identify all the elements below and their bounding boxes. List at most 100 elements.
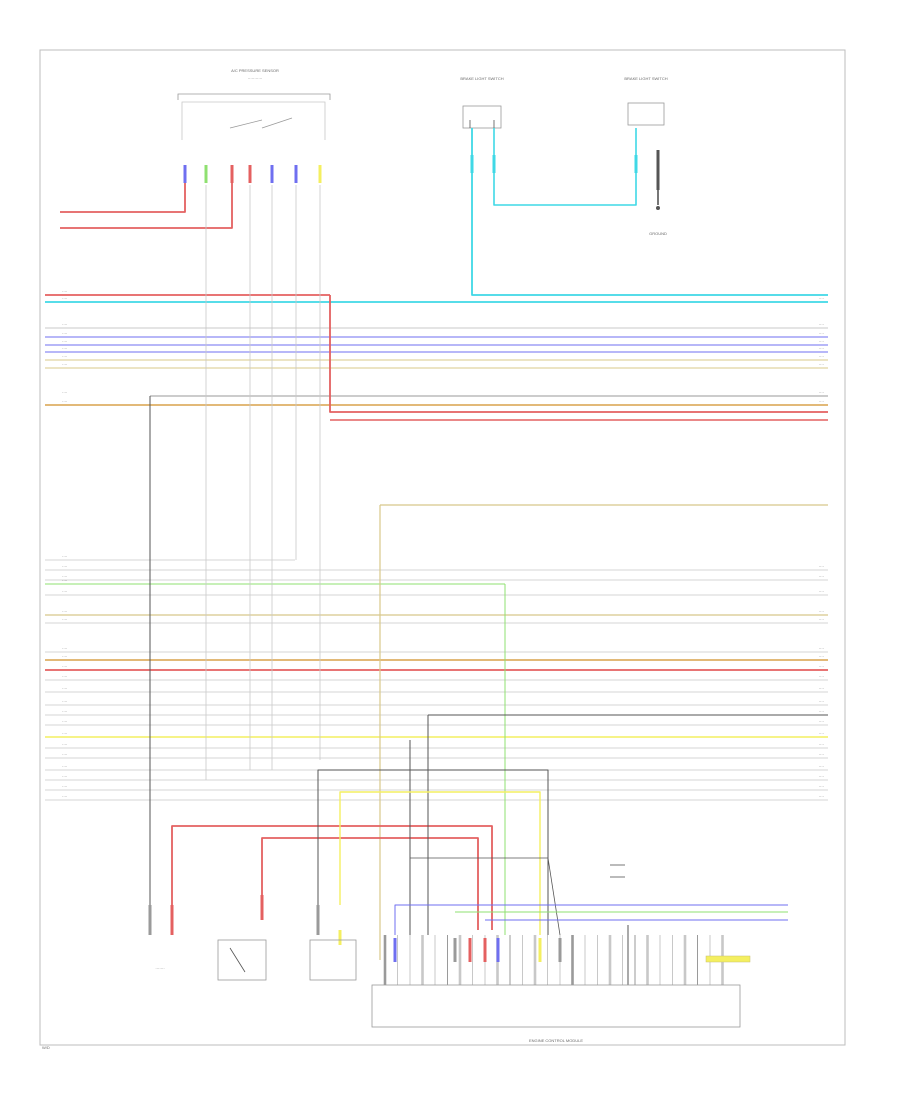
switch-box-body	[217, 939, 267, 981]
pin-label: ····	[819, 322, 824, 327]
pin-label: ····	[62, 709, 67, 714]
pin-label: ····	[819, 709, 824, 714]
pin-label: ····	[62, 742, 67, 747]
ground-point-icon	[656, 206, 660, 210]
right-sensor-body	[309, 939, 357, 981]
pin-label: ····	[62, 794, 67, 799]
wire-segment	[410, 857, 561, 936]
pin-label: ····	[819, 731, 824, 736]
ac-sensor-switch-icon	[229, 117, 293, 129]
ecm-yellow-connector	[705, 955, 751, 963]
wire-layer: ········································…	[45, 128, 828, 985]
brake-switch-right-body	[627, 102, 665, 126]
pin-label: ····	[819, 719, 824, 724]
left-sensor-label: ·······	[155, 966, 164, 971]
pin-label: ····	[819, 399, 824, 404]
pin-label: ····	[62, 589, 67, 594]
pin-label: ····	[819, 564, 824, 569]
pin-label: ····	[62, 654, 67, 659]
pin-label: ····	[819, 784, 824, 789]
diagram-border	[39, 49, 846, 1046]
pin-label: ····	[819, 362, 824, 367]
pin-label: ····	[62, 646, 67, 651]
pin-label: ····	[62, 574, 67, 579]
ac-sensor-subtitle: ···········	[248, 76, 263, 81]
pin-label: ····	[819, 646, 824, 651]
brake-light-switch-right: BRAKE LIGHT SWITCH GROUND	[624, 76, 667, 236]
pin-label: ····	[62, 322, 67, 327]
pin-label: ····	[62, 564, 67, 569]
brake-switch-center-title: BRAKE LIGHT SWITCH	[460, 76, 503, 81]
pin-label: ····	[819, 331, 824, 336]
pin-label: ····	[62, 339, 67, 344]
pin-label: ····	[62, 686, 67, 691]
pin-label: ····	[819, 699, 824, 704]
ecm-body	[371, 984, 741, 1028]
pin-label: ····	[819, 296, 824, 301]
component-switch-box	[217, 939, 267, 981]
wire-segment	[394, 904, 788, 935]
wire-segment	[317, 769, 549, 935]
pin-label: ····	[819, 686, 824, 691]
engine-control-module: ENGINE CONTROL MODULE	[371, 955, 751, 1043]
pin-label: ····	[819, 674, 824, 679]
brake-switch-right-title: BRAKE LIGHT SWITCH	[624, 76, 667, 81]
pin-label: ····	[62, 362, 67, 367]
ac-sensor-title: A/C PRESSURE SENSOR	[231, 68, 279, 73]
wire-segment	[471, 128, 828, 296]
pin-label: ····	[62, 764, 67, 769]
pin-label: ····	[62, 578, 67, 583]
brake-light-switch-center: BRAKE LIGHT SWITCH	[460, 76, 504, 129]
pin-label: ····	[819, 589, 824, 594]
ac-sensor-housing	[181, 101, 326, 140]
pin-label: ····	[62, 399, 67, 404]
pin-label: ····	[62, 699, 67, 704]
pin-label: ····	[819, 390, 824, 395]
pin-label: ····	[62, 674, 67, 679]
pin-label: ····	[819, 764, 824, 769]
pin-label: ····	[62, 617, 67, 622]
pin-label: ····	[819, 742, 824, 747]
pin-label: ····	[819, 654, 824, 659]
pin-label: ····	[62, 609, 67, 614]
pin-label: ····	[62, 752, 67, 757]
page-code: W/D	[42, 1045, 50, 1050]
pin-label: ····	[819, 354, 824, 359]
pin-label: ····	[819, 609, 824, 614]
pin-label: ····	[819, 617, 824, 622]
pin-label: ····	[62, 331, 67, 336]
ecm-title: ENGINE CONTROL MODULE	[529, 1038, 583, 1043]
pin-label: ····	[819, 774, 824, 779]
pin-label: ····	[62, 731, 67, 736]
pin-label: ····	[62, 390, 67, 395]
pin-label: ····	[62, 774, 67, 779]
wire-segment	[339, 791, 541, 935]
wire-segment	[171, 825, 493, 930]
pin-label: ····	[62, 289, 67, 294]
ac-pressure-sensor: A/C PRESSURE SENSOR ···········	[177, 68, 331, 140]
component-left-sensor: ·······	[155, 966, 164, 971]
pin-label: ····	[819, 664, 824, 669]
wire-segment	[60, 165, 186, 213]
pin-label: ····	[62, 296, 67, 301]
component-right-sensor	[309, 939, 357, 981]
pin-label: ····	[819, 794, 824, 799]
pin-label: ····	[62, 354, 67, 359]
pin-label: ····	[62, 719, 67, 724]
pin-label: ····	[819, 574, 824, 579]
ground-label: GROUND	[649, 231, 667, 236]
pin-label: ····	[819, 346, 824, 351]
pin-label: ····	[62, 664, 67, 669]
wire-segment	[329, 295, 828, 413]
pin-label: ····	[62, 784, 67, 789]
switch-icon	[229, 947, 246, 973]
brake-switch-center-body	[462, 105, 502, 129]
pin-label: ····	[819, 339, 824, 344]
wire-segment	[493, 128, 637, 206]
pin-label: ····	[62, 554, 67, 559]
wire-segment	[261, 837, 479, 930]
brake-switch-contact-icon	[469, 120, 495, 128]
wire-segment	[60, 165, 233, 229]
